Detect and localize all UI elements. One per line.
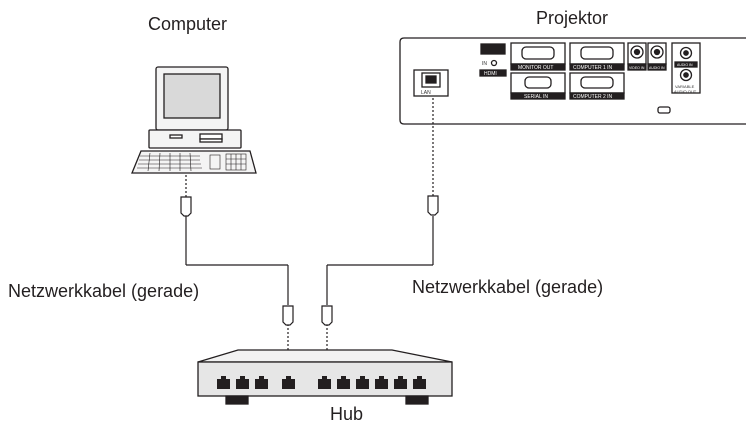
monitor-screen	[163, 73, 221, 119]
hub-port-1	[217, 379, 230, 389]
hub-port-7	[356, 379, 369, 389]
hub-port-8	[375, 379, 388, 389]
hub-port-tab-4	[286, 376, 291, 379]
keyboard	[131, 150, 257, 174]
cable-left-label: Netzwerkkabel (gerade)	[8, 281, 200, 301]
system-unit	[148, 129, 242, 149]
lan-label: LAN	[421, 90, 431, 96]
projector-label: Projektor	[536, 8, 609, 28]
projector-icon: LAN IN HDMI MONITOR OUT COMPUTER 1 IN VI…	[399, 37, 746, 125]
audio-in2-label: AUDIO IN	[677, 63, 693, 67]
hub-port-6	[337, 379, 350, 389]
computer2-in-label: COMPUTER 2 IN	[573, 94, 613, 100]
computer-icon	[131, 66, 257, 174]
video-in-label: VIDEO IN	[629, 66, 645, 70]
hub-port-tab-8	[379, 376, 384, 379]
hub-port-tab-9	[398, 376, 403, 379]
hdmi-logo-box	[479, 69, 507, 77]
security-slot	[657, 106, 671, 114]
hub-port-9	[394, 379, 407, 389]
computer-label: Computer	[148, 14, 228, 34]
in-label: IN	[482, 61, 487, 67]
hub-port-tab-6	[341, 376, 346, 379]
hub-foot-right	[405, 395, 429, 405]
audio-in2-port	[671, 42, 701, 94]
hub-port-tab-1	[221, 376, 226, 379]
hub-port-5	[318, 379, 331, 389]
hub-port-3	[255, 379, 268, 389]
hub-ports	[217, 376, 426, 389]
computer1-in-label: COMPUTER 1 IN	[573, 65, 613, 71]
hub-label: Hub	[330, 404, 364, 424]
hdmi-port	[480, 43, 506, 55]
audio-out-label: AUDIO OUT	[674, 89, 697, 94]
variable-label: VARIABLE	[675, 84, 695, 89]
cable-projector-to-hub	[326, 98, 434, 375]
monitor-out-label: MONITOR OUT	[518, 65, 553, 71]
hub-top	[197, 349, 453, 363]
audio-in-label: AUDIO IN	[649, 66, 665, 70]
hub-port-4	[282, 379, 295, 389]
hub-port-tab-5	[322, 376, 327, 379]
rj45-plug-icon	[180, 195, 439, 326]
hub-port-tab-10	[417, 376, 422, 379]
hub-port-tab-7	[360, 376, 365, 379]
hub-port-tab-2	[240, 376, 245, 379]
serial-in-label: SERIAL IN	[524, 94, 548, 100]
cable-right-label: Netzwerkkabel (gerade)	[412, 277, 604, 297]
hub-port-10	[413, 379, 426, 389]
hdmi-label: HDMI	[484, 71, 497, 77]
hub-port-2	[236, 379, 249, 389]
hub-port-tab-3	[259, 376, 264, 379]
hub-foot-left	[225, 395, 249, 405]
cable-computer-to-hub	[185, 175, 289, 375]
